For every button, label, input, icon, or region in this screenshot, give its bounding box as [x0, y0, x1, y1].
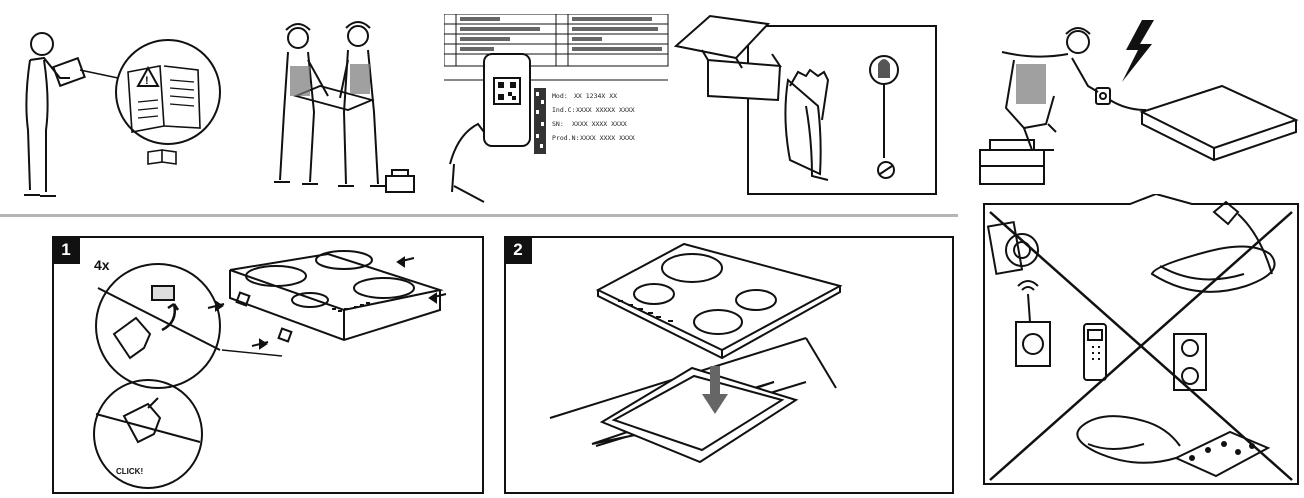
svg-text:!: ! [145, 75, 149, 87]
open-book-icon [147, 149, 177, 165]
plate-sn-value: XXXX XXXX XXXX [572, 120, 627, 128]
plate-prod-value: XXXX XXXX XXXX [580, 134, 635, 142]
prohibited-accessories-panel [976, 194, 1304, 498]
two-person-lift-illustration [240, 0, 430, 210]
step-2-panel: 2 [504, 236, 954, 494]
plate-mod-value: XX 1234X XX [574, 92, 617, 100]
plate-sn-label: SN: [552, 120, 564, 128]
click-label: CLICK! [116, 467, 143, 476]
plate-mod-label: Mod: [552, 92, 568, 100]
plate-ind-label: Ind.C: [552, 106, 575, 114]
qr-code-icon [493, 77, 521, 105]
rating-plate-fields: Mod: XX 1234X XX Ind.C: XXXX XXXXX XXXX … [552, 92, 635, 142]
prohibited-cross-icon [989, 211, 1293, 481]
electrician-illustration [976, 0, 1304, 210]
section-divider [0, 214, 958, 217]
step-2-badge: 2 [504, 236, 532, 264]
plate-ind-value: XXXX XXXXX XXXX [576, 106, 635, 114]
step-1-panel: 1 4x [52, 236, 484, 494]
read-manual-illustration: ! [0, 0, 230, 210]
rating-plate-scan-illustration: Mod: XX 1234X XX Ind.C: XXXX XXXXX XXXX … [444, 14, 674, 204]
lightning-bolt-icon [1122, 20, 1154, 82]
clip-count-label: 4x [94, 257, 110, 273]
arrow-down-icon [702, 366, 728, 414]
tools-illustration [672, 10, 944, 198]
step-1-badge: 1 [52, 236, 80, 264]
warning-triangle-icon: ! [136, 65, 160, 87]
plate-prod-label: Prod.N: [552, 134, 579, 142]
